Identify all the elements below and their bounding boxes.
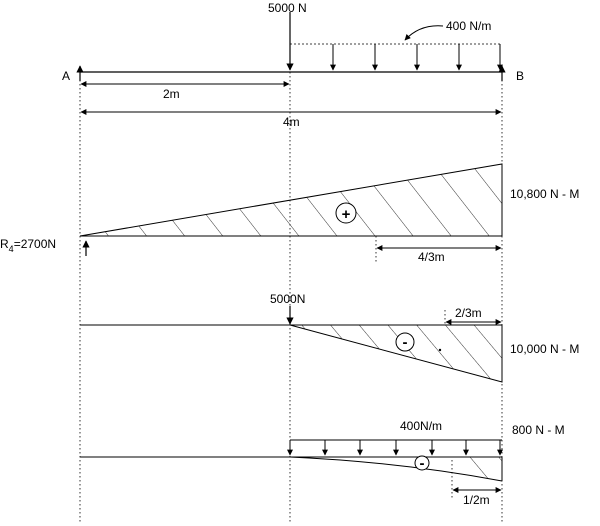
dimension-23m-label: 2/3m bbox=[455, 306, 482, 320]
moment-area-negative bbox=[289, 324, 503, 383]
point-load-label-2: 5000N bbox=[270, 292, 305, 306]
parabolic-curve bbox=[289, 456, 503, 482]
support-a-label: A bbox=[62, 69, 70, 83]
loaded-beam: 5000 N 400 N/m A B 2m 4m bbox=[62, 1, 524, 129]
moment-area-udl bbox=[455, 457, 502, 481]
reaction-value: =2700N bbox=[14, 237, 56, 251]
udl-arrows-2 bbox=[287, 440, 503, 456]
point-load-label: 5000 N bbox=[268, 1, 307, 15]
negative-sign-circle-2 bbox=[414, 455, 430, 471]
negative-sign-2: - bbox=[420, 455, 425, 472]
moment-label-10000: 10,000 N - M bbox=[510, 342, 579, 356]
reaction-symbol: R bbox=[0, 237, 9, 251]
dimension-12m-label: 1/2m bbox=[463, 493, 490, 507]
negative-sign: - bbox=[403, 334, 408, 351]
moment-diagram-udl: 400N/m 800 N - M - 1/2m bbox=[80, 419, 565, 507]
guide-lines bbox=[79, 40, 503, 522]
moment-area-positive bbox=[79, 163, 503, 237]
centroid-dot bbox=[438, 348, 442, 352]
udl-load-label-2: 400N/m bbox=[400, 419, 442, 433]
udl-label-pointer bbox=[404, 25, 444, 41]
moment-diagram-point-load: 5000N - 10,000 N - M 2/3m bbox=[80, 292, 579, 383]
positive-sign: + bbox=[342, 206, 351, 223]
reaction-label: R4=2700N bbox=[0, 237, 56, 254]
reaction-subscript: 4 bbox=[9, 244, 14, 254]
udl-arrows bbox=[330, 44, 503, 71]
negative-sign-circle bbox=[395, 332, 415, 352]
dimension-43m-label: 4/3m bbox=[418, 250, 445, 264]
moment-label-800: 800 N - M bbox=[512, 423, 565, 437]
dimension-4m-label: 4m bbox=[283, 115, 300, 129]
moment-label-10800: 10,800 N - M bbox=[510, 187, 579, 201]
moment-diagram-positive: + 10,800 N - M 4/3m R4=2700N bbox=[0, 163, 579, 264]
positive-sign-circle bbox=[335, 202, 357, 224]
hatch-udl bbox=[455, 457, 502, 481]
dimension-2m-label: 2m bbox=[163, 87, 180, 101]
support-b-label: B bbox=[516, 69, 524, 83]
udl-load-label: 400 N/m bbox=[446, 19, 491, 33]
